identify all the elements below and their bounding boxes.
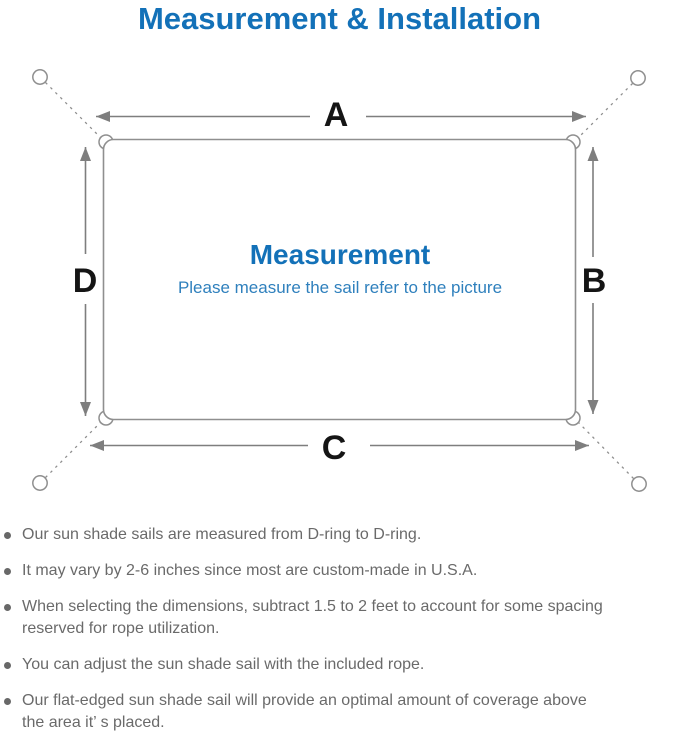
tether-line-bottom-right <box>577 421 634 479</box>
bullet-dot-icon <box>4 662 11 669</box>
dim-label-b: B <box>582 262 607 300</box>
bullet-text: You can adjust the sun shade sail with t… <box>22 656 425 673</box>
tether-line-top-left <box>45 82 102 139</box>
anchor-ring-icon-top-left <box>32 69 48 85</box>
anchor-ring-icon-bottom-right <box>631 476 647 492</box>
anchor-rings <box>32 69 647 492</box>
bullet-list: Our sun shade sails are measured from D-… <box>4 524 672 739</box>
bullet-dot-icon <box>4 532 11 539</box>
bullet-text: Our sun shade sails are measured from D-… <box>22 526 422 543</box>
anchor-ring-icon-bottom-left <box>32 475 48 491</box>
sail-outline <box>102 138 577 421</box>
list-item: It may vary by 2-6 inches since most are… <box>4 560 672 582</box>
dim-label-a: A <box>324 96 349 134</box>
anchor-ring-icon-top-right <box>630 70 646 86</box>
bullet-dot-icon <box>4 698 11 705</box>
list-item: You can adjust the sun shade sail with t… <box>4 654 672 676</box>
bullet-text: It may vary by 2-6 inches since most are… <box>22 562 478 579</box>
dimension-b: B <box>582 147 607 414</box>
tether-line-top-right <box>577 83 633 139</box>
dim-label-d: D <box>73 262 98 300</box>
bullet-text: When selecting the dimensions, subtract … <box>22 598 603 637</box>
bullet-text: Our flat-edged sun shade sail will provi… <box>22 692 587 731</box>
tether-line-bottom-left <box>45 421 102 478</box>
list-item: When selecting the dimensions, subtract … <box>4 596 672 640</box>
tether-lines <box>45 82 634 479</box>
bullet-dot-icon <box>4 604 11 611</box>
dimension-a: A <box>96 96 586 134</box>
dimension-d: D <box>73 147 98 416</box>
list-item: Our flat-edged sun shade sail will provi… <box>4 690 672 734</box>
dimension-c: C <box>90 429 589 467</box>
list-item: Our sun shade sails are measured from D-… <box>4 524 672 546</box>
dim-label-c: C <box>322 429 347 467</box>
bullet-dot-icon <box>4 568 11 575</box>
page-title: Measurement & Installation <box>137 1 542 36</box>
